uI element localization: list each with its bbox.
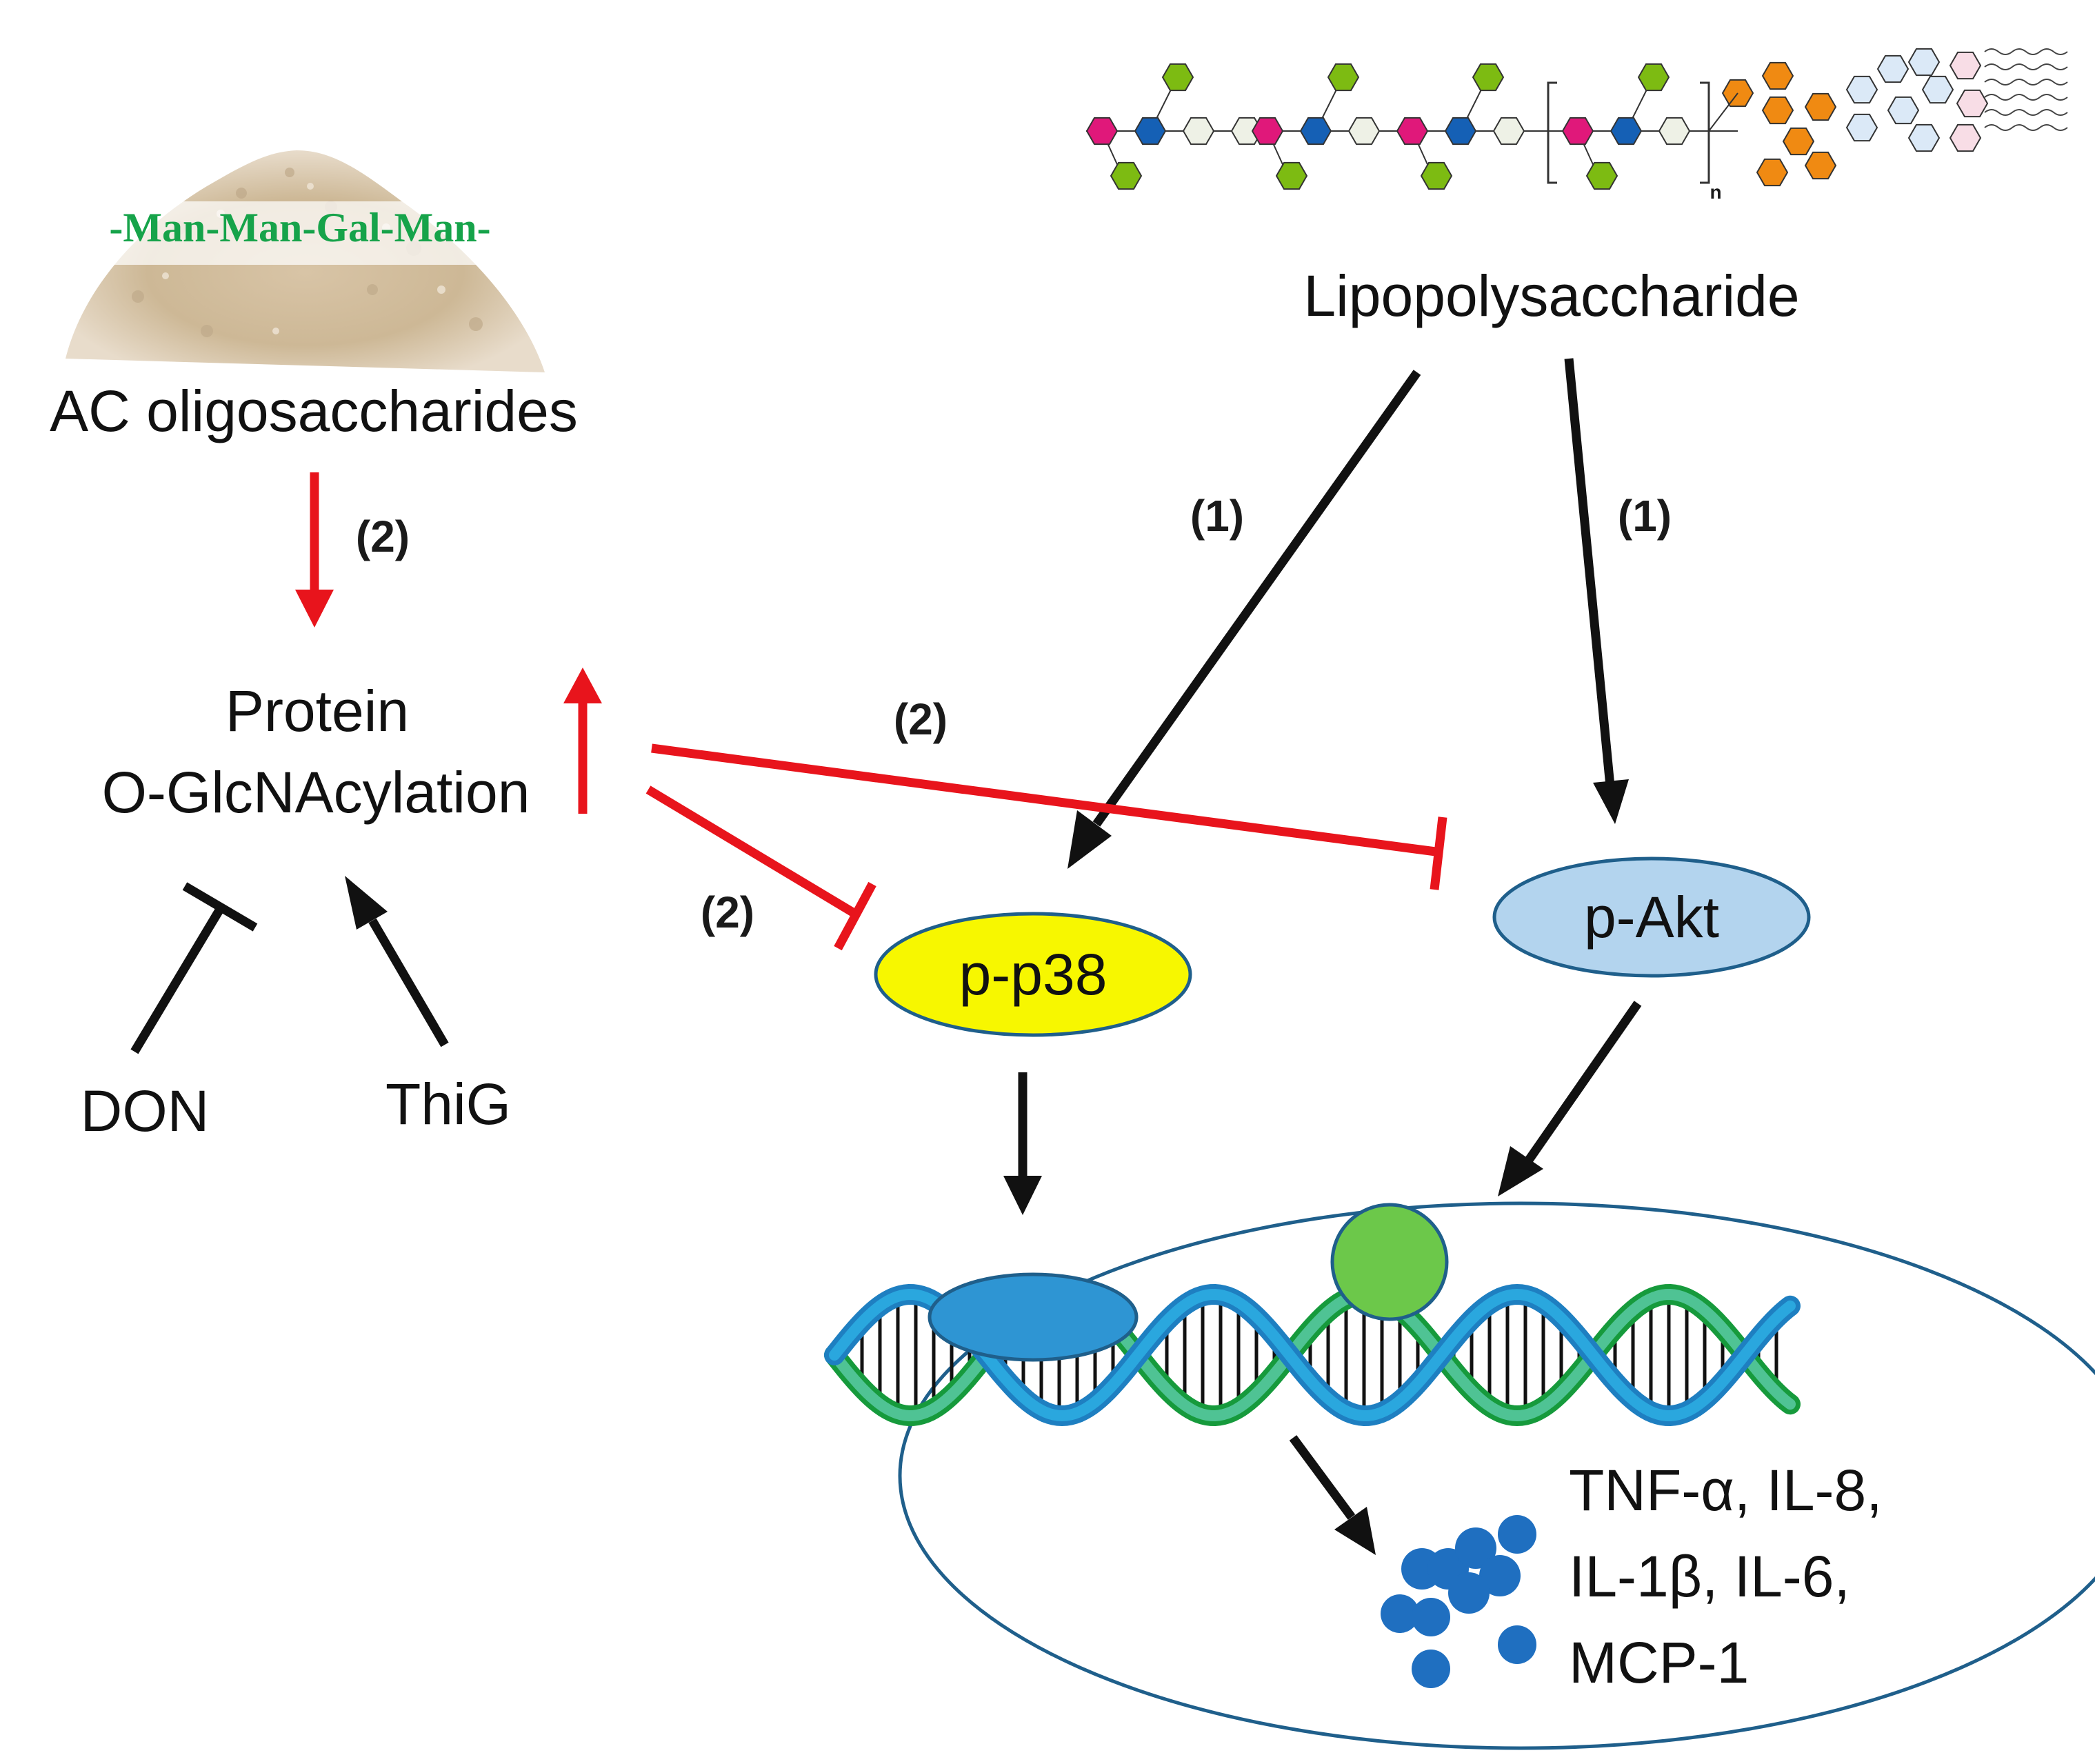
sugar-hexagon [1921,75,1954,104]
lipid-chain [1984,94,2068,101]
p38-to-nucleus-arrow [1003,1072,1042,1215]
oligosaccharides-label: AC oligosaccharides [50,379,578,443]
transcription-factor-green [1330,1203,1449,1321]
repeat-bracket-left [1547,81,1557,184]
transcription-to-cytokines-arrow [1289,1435,1376,1555]
powder-sequence-label: -Man-Man-Gal-Man- [109,205,490,250]
sugar-hexagon [1907,48,1941,77]
don-inhibition-line [130,882,258,1054]
sugar-hexagon [1956,89,1989,118]
sugar-hexagon [1347,117,1381,146]
powder-image [66,150,545,372]
oglcnac-inhibits-p38-line [645,785,876,951]
sugar-hexagon [1110,161,1143,190]
lps-to-akt-arrow [1564,358,1629,824]
oligo-to-oglcnac-arrow [295,472,334,628]
akt-label: p-Akt [1584,885,1719,950]
sugar-hexagon [1845,75,1878,104]
sugar-hexagon [1182,117,1215,146]
lipid-chain [1984,124,2068,131]
sugar-hexagon [1161,63,1194,92]
sugar-hexagon [1782,127,1815,156]
sugar-hexagon [1637,63,1670,92]
sugar-hexagon [1845,113,1878,142]
step-label-inhibit-p38: (2) [701,888,754,937]
sugar-hexagon [1492,117,1525,146]
step-label-oligo: (2) [356,512,410,561]
sugar-hexagon [1949,51,1982,80]
sugar-hexagon [1876,54,1909,83]
sugar-hexagon [1585,161,1618,190]
akt-to-nucleus-arrow [1498,1001,1642,1196]
sugar-hexagon [1761,96,1794,125]
sugar-hexagon [1561,117,1594,146]
oglcnac-inhibits-akt-line [651,743,1447,890]
lps-structure-drawing [1085,48,2068,190]
sugar-hexagon [1134,117,1167,146]
lps-core-link [1708,92,1738,132]
sugar-hexagon [1230,117,1263,146]
sugar-hexagon [1251,117,1284,146]
sugar-hexagon [1907,123,1941,152]
sugar-hexagon [1658,117,1691,146]
sugar-hexagon [1472,63,1505,92]
cytokine-molecules [1381,1515,1536,1688]
lipid-chain [1984,63,2068,70]
lps-to-p38-arrow [1067,370,1421,869]
p38-node [874,912,1192,1037]
protein-label: Protein [225,679,409,743]
lps-repeat-subscript: n [1710,181,1721,203]
cytokine-label-line2: IL-1β, IL-6, [1569,1544,1850,1609]
step-label-lps-akt: (1) [1618,491,1672,541]
thig-activation-arrow [345,876,449,1048]
oglcnacylation-label: O-GlcNAcylation [102,760,530,825]
sugar-hexagon [1756,158,1789,187]
sugar-hexagon [1804,151,1837,180]
step-label-lps-p38: (1) [1190,491,1244,541]
p38-label: p-p38 [959,942,1107,1007]
thig-label: ThiG [385,1072,511,1136]
sugar-hexagon [1761,61,1794,90]
repeat-bracket-right [1700,81,1710,184]
akt-node [1492,856,1811,978]
sugar-hexagon [1085,117,1119,146]
lps-label: Lipopolysaccharide [1303,263,1799,328]
dna-strand-blue-highlight [829,1288,1796,1422]
lipid-chain [1984,48,2068,55]
lipid-chain [1984,109,2068,116]
sugar-hexagon [1949,123,1982,152]
lipid-chain [1984,79,2068,86]
sugar-hexagon [1327,63,1360,92]
nucleus [898,1201,2095,1750]
sugar-hexagon [1299,117,1332,146]
sugar-hexagon [1804,92,1837,121]
sugar-hexagon [1610,117,1643,146]
sugar-hexagon [1275,161,1308,190]
sugar-hexagon [1396,117,1429,146]
step-label-inhibit-akt: (2) [894,694,948,744]
sugar-hexagon [1420,161,1453,190]
transcription-factor-blue [928,1272,1139,1362]
sugar-hexagon [1444,117,1477,146]
cytokine-label-line1: TNF-α, IL-8, [1569,1458,1883,1523]
increase-arrow [563,668,602,814]
sugar-hexagon [1887,96,1920,125]
cytokine-label-line3: MCP-1 [1569,1630,1749,1695]
don-label: DON [81,1079,210,1143]
